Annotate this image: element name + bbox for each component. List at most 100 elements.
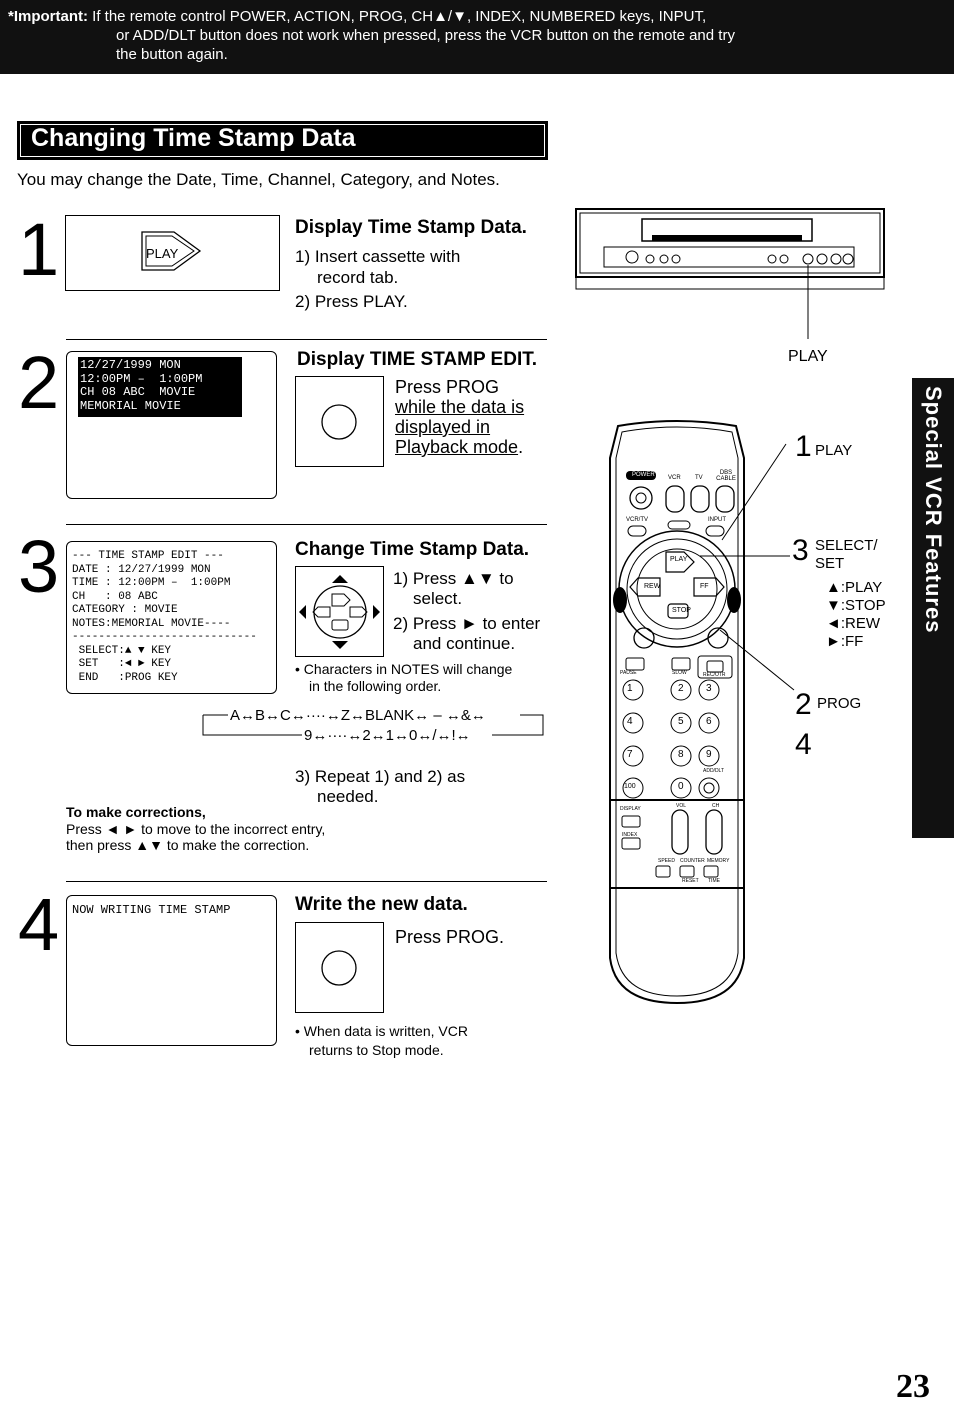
step-3-item-1-cont: select. — [413, 589, 463, 608]
play-button-icon — [141, 231, 202, 271]
step-3-item-3: 3) Repeat 1) and 2) as — [295, 767, 466, 786]
step-3-item-1: 1) Press ▲▼ to — [393, 569, 514, 588]
step-3-item-2: 2) Press ► to enter — [393, 614, 541, 633]
callout-2-text: PROG — [817, 695, 862, 712]
section-side-tab: Special VCR Features — [912, 378, 954, 838]
character-order-diagram: A↔B↔C↔····↔Z↔BLANK↔ – ↔&↔ 9↔····↔2↔1↔0↔/… — [202, 706, 544, 744]
corrections-line-2: then press ▲▼ to make the correction. — [66, 837, 310, 853]
step-3-heading: Change Time Stamp Data. — [295, 539, 530, 560]
remote-vcrtv-label: VCR/TV — [626, 517, 649, 523]
divider-1 — [66, 339, 547, 340]
remote-key-2: 2 — [678, 683, 684, 694]
step-4-note-2: returns to Stop mode. — [309, 1042, 444, 1058]
remote-key-7: 7 — [627, 749, 633, 760]
step-2-screen: 12/27/1999 MON 12:00PM – 1:00PM CH 08 AB… — [66, 351, 277, 499]
remote-key-6: 6 — [706, 716, 712, 727]
banner-line-2: or ADD/DLT button does not work when pre… — [116, 27, 735, 44]
step-3-number: 3 — [18, 525, 60, 608]
step-2-text-3: displayed in — [395, 417, 491, 437]
step-3-item-2-cont: and continue. — [413, 634, 516, 653]
character-order-bottom: 9↔····↔2↔1↔0↔/↔!↔ — [304, 727, 471, 744]
callout-3-text-1: SELECT/ — [815, 537, 878, 554]
play-button-label: PLAY — [146, 246, 179, 261]
osd-key-select: SELECT:▲ ▼ KEY — [78, 644, 172, 657]
callout-2-number: 2 — [795, 688, 812, 721]
remote-key-100: 100 — [624, 783, 636, 790]
remote-pause-label: PAUSE — [620, 670, 637, 676]
remote-adddlt-label: ADD/DLT — [703, 768, 725, 774]
corrections-line-1: Press ◄ ► to move to the incorrect entry… — [66, 821, 326, 837]
step-2-number: 2 — [18, 341, 60, 424]
title-frame — [20, 124, 545, 157]
remote-key-1: 1 — [627, 683, 633, 694]
remote-ch-label: CH — [712, 803, 720, 809]
osd-edit-channel: CH : 08 ABC — [72, 590, 158, 603]
page-number: 23 — [896, 1368, 930, 1405]
side-tab-label: Special VCR Features — [921, 386, 946, 634]
remote-key-9: 9 — [706, 749, 712, 760]
osd-edit-title: --- TIME STAMP EDIT --- — [72, 550, 224, 562]
step-3-button-panel — [295, 566, 384, 657]
remote-key-5: 5 — [678, 716, 684, 727]
callout-3-stop: ▼:STOP — [826, 597, 886, 614]
important-banner: *Important: If the remote control POWER,… — [0, 0, 954, 74]
remote-key-3: 3 — [706, 683, 712, 694]
osd-time: 12:00PM – 1:00PM — [80, 371, 203, 386]
step-1-item-2: 2) Press PLAY. — [295, 292, 408, 311]
step-4-screen: NOW WRITING TIME STAMP — [66, 895, 277, 1046]
vcr-illustration — [575, 208, 885, 339]
osd-edit-date: DATE : 12/27/1999 MON — [72, 563, 211, 576]
page-title: Changing Time Stamp Data — [31, 124, 356, 152]
step-1-item-1-cont: record tab. — [317, 268, 399, 287]
callout-3-play: ▲:PLAY — [826, 579, 883, 596]
step-3-note-1: • Characters in NOTES will change — [295, 661, 513, 677]
step-4-heading: Write the new data. — [295, 894, 468, 915]
step-3-screen: --- TIME STAMP EDIT --- DATE : 12/27/199… — [66, 541, 277, 694]
step-4-button-panel — [295, 922, 384, 1013]
step-1-item-1: 1) Insert cassette with — [295, 247, 461, 266]
step-2-button-panel — [295, 376, 384, 467]
remote-tv-label: TV — [695, 475, 703, 481]
divider-3 — [66, 881, 547, 882]
step-2-osd: 12/27/1999 MON 12:00PM – 1:00PM CH 08 AB… — [78, 357, 242, 417]
important-text: *Important: If the remote control POWER,… — [8, 7, 908, 64]
callout-3-number: 3 — [792, 534, 809, 567]
osd-edit-time: TIME : 12:00PM – 1:00PM — [72, 577, 231, 589]
osd-date: 12/27/1999 MON — [80, 358, 181, 372]
osd-key-end: END :PROG KEY — [78, 671, 178, 684]
step-2-text-4-wrap: Playback mode. — [395, 437, 523, 458]
divider-2 — [66, 524, 547, 525]
callout-4-number: 4 — [795, 728, 812, 761]
osd-channel: CH 08 ABC MOVIE — [80, 385, 196, 399]
remote-input-label: INPUT — [708, 517, 726, 523]
step-4-text: Press PROG. — [395, 927, 505, 947]
osd-edit-category: CATEGORY : MOVIE — [72, 604, 178, 616]
character-order-top: A↔B↔C↔····↔Z↔BLANK↔ – ↔&↔ — [230, 707, 486, 724]
step-3-item-3-cont: needed. — [317, 787, 379, 806]
osd-key-set: SET :◄ ► KEY — [78, 658, 172, 670]
direction-pad-icon — [299, 575, 380, 649]
remote-vcr-label: VCR — [668, 475, 681, 481]
remote-key-4: 4 — [627, 716, 633, 727]
remote-index-label: INDEX — [622, 832, 638, 838]
callout-3-ff: ►:FF — [826, 633, 864, 650]
remote-vol-label: VOL — [676, 803, 687, 809]
prog-button-icon — [321, 404, 357, 440]
step-2-text-4-end: . — [518, 437, 524, 457]
remote-control-illustration — [609, 420, 745, 1005]
step-4-number: 4 — [18, 883, 60, 966]
banner-line-1: If the remote control POWER, ACTION, PRO… — [92, 8, 707, 25]
callout-1-number: 1 — [795, 430, 812, 463]
step-1-heading: Display Time Stamp Data. — [295, 217, 527, 238]
remote-play-label: PLAY — [670, 556, 688, 563]
section-title-bar: Changing Time Stamp Data — [17, 121, 548, 160]
osd-notes: MEMORIAL MOVIE — [80, 398, 181, 413]
remote-ff-label: FF — [700, 583, 709, 590]
remote-dbs-cable-label: DBS CABLE — [716, 470, 736, 482]
step-2-heading: Display TIME STAMP EDIT. — [297, 349, 538, 370]
remote-reset-label: RESET — [682, 878, 699, 884]
remote-display-label: DISPLAY — [620, 806, 641, 812]
corrections-heading: To make corrections, — [66, 804, 206, 820]
remote-rew-label: REW — [644, 583, 661, 590]
banner-line-3: the button again. — [116, 46, 228, 63]
